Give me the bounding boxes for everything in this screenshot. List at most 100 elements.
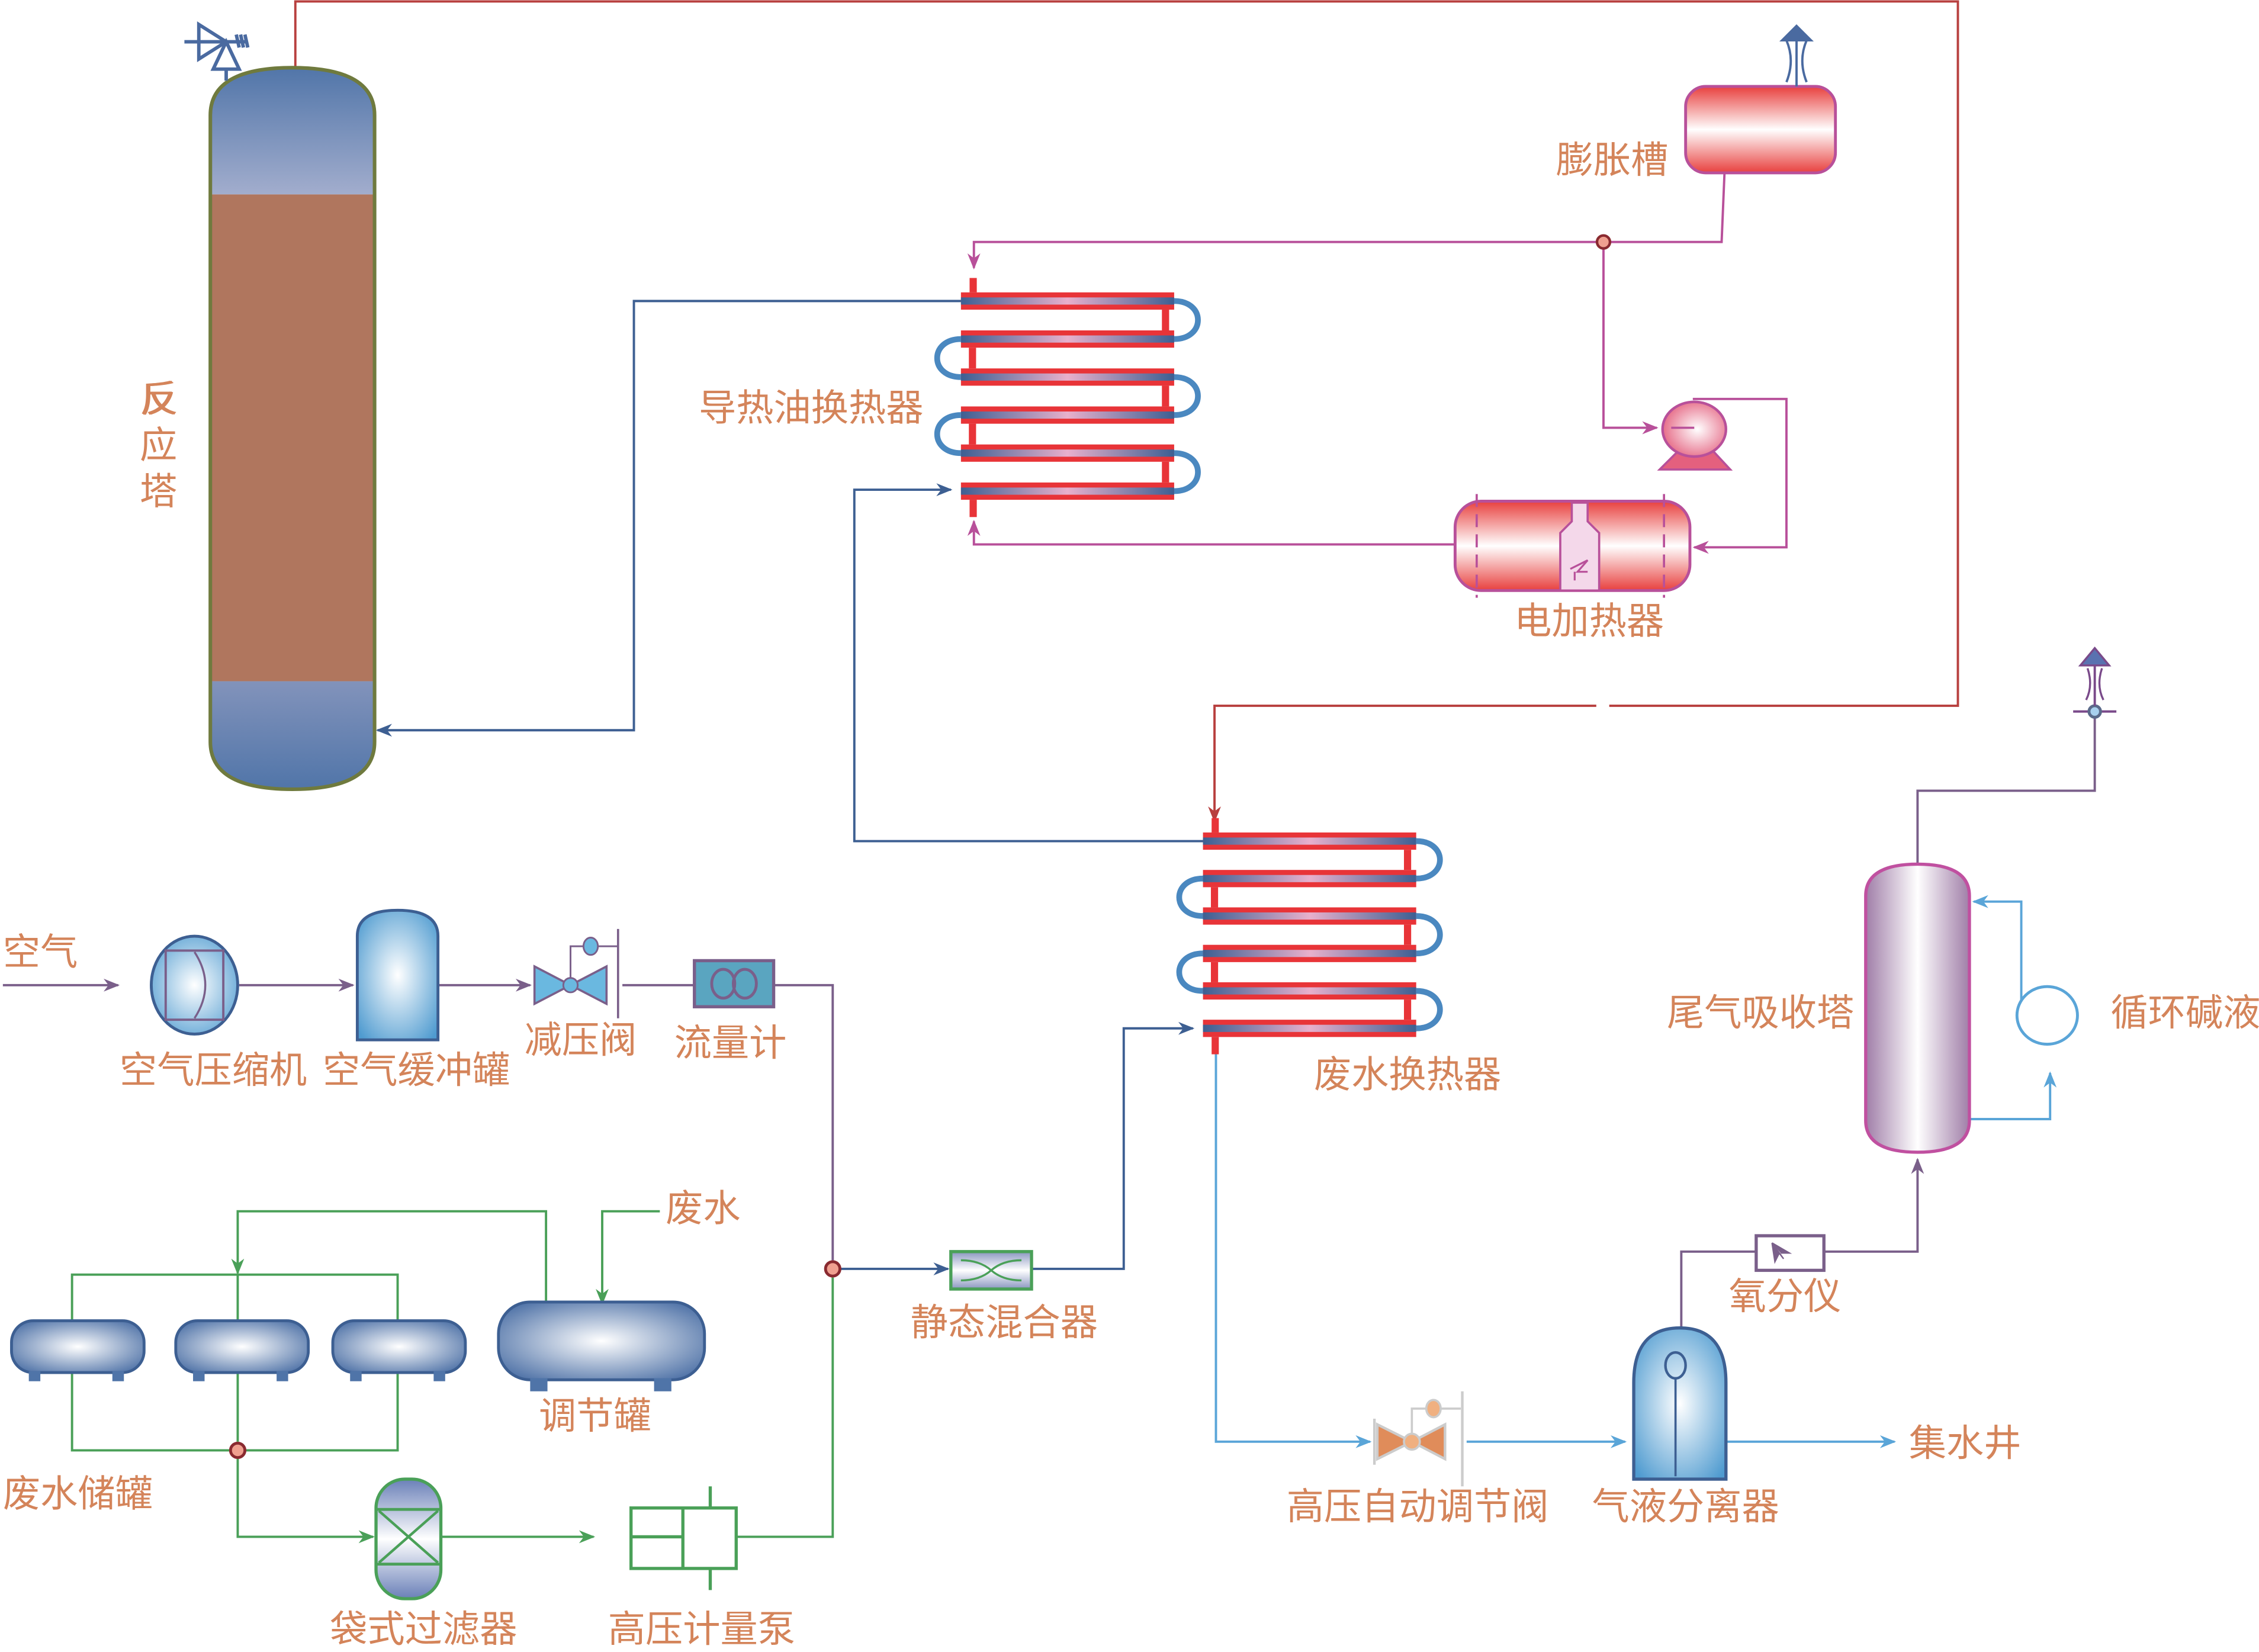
hot-oil-return-pipe [967,519,1455,546]
reactor-label-char-3: 塔 [140,469,177,513]
air-compressor-label: 空气压缩机 [120,1048,307,1092]
oxygen-analyzer[interactable] [1754,1234,1826,1272]
hot-water-to-reactor-pipe [375,300,961,737]
hx-inner-tube [960,487,1174,495]
hx-shell-connector [1210,962,1219,982]
expansion-tank[interactable] [1684,85,1837,175]
storage-junction [229,1441,247,1460]
hx-return-bend [1176,950,1203,994]
hx-shell-connector [1162,461,1169,483]
static-mixer[interactable] [949,1250,1033,1291]
wastewater-storage-tank-3[interactable] [331,1319,467,1381]
pipe-junction [1595,234,1612,250]
hx-inner-tube [1203,837,1416,845]
hx-shell-connector [1162,385,1169,407]
separator-gas-pipe [1680,1250,1756,1328]
hx-inner-tube [960,335,1174,343]
wastewater-storage-tank-1[interactable] [10,1319,146,1381]
hx-return-bend [934,336,962,380]
hx-shell-connector [969,348,976,369]
alkali-circulation-pump[interactable] [2015,985,2079,1046]
air-buffer-tank[interactable] [355,908,440,1042]
air-compressor[interactable] [150,934,239,1036]
expansion-tank-label: 膨胀槽 [1556,138,1669,182]
preheated-water-pipe [853,483,1203,843]
static-mixer-label: 静态混合器 [911,1300,1098,1344]
bag-filter-label: 袋式过滤器 [330,1607,517,1651]
tail-gas-vent-icon [2073,646,2117,719]
hx-inner-tube [960,297,1174,305]
wastewater-heat-exchanger[interactable] [1176,818,1443,1055]
hx-inner-tube [1203,912,1416,920]
wastewater-exchanger-label: 废水换热器 [1314,1052,1501,1096]
hx-return-bend [1416,988,1443,1031]
air-inlet-label: 空气 [3,930,78,974]
alkali-return-pipe [1969,1071,2057,1120]
hp-metering-pump[interactable] [629,1486,738,1590]
regulating-to-storage-pipe [231,1210,548,1304]
hx-return-bend [934,412,962,457]
flow-meter[interactable] [693,959,776,1008]
wastewater-storage-tanks-label: 废水储罐 [3,1471,153,1515]
regulating-tank[interactable] [497,1300,706,1391]
thermal-oil-exchanger-label: 导热油换热器 [699,385,924,429]
hx-inner-tube [960,411,1174,419]
bag-filter[interactable] [374,1477,443,1600]
tail-gas-absorber[interactable] [1864,862,1971,1154]
hx-inner-tube [1203,1024,1416,1032]
gas-liquid-separator-label: 气液分离器 [1592,1484,1779,1528]
flow-meter-label: 流量计 [674,1021,787,1065]
hx-return-bend [1174,374,1201,418]
hx-inner-tube [960,373,1174,381]
hx-shell-connector [1403,924,1412,945]
electric-heater[interactable] [1453,494,1692,598]
pressure-reducing-valve[interactable] [533,928,619,1018]
storage-to-filter-pipe [236,1459,375,1544]
wastewater-storage-tank-2[interactable] [174,1319,310,1381]
alkali-supply-pipe [1972,895,2023,1008]
hp-control-valve[interactable] [1373,1391,1464,1487]
hp-control-valve-label: 高压自动调节阀 [1287,1484,1549,1528]
hx-top-nozzle [1212,818,1219,833]
hx-return-bend [1416,913,1443,957]
circulating-alkali-label: 循环碱液 [2110,991,2259,1034]
hx-shell-connector [969,423,976,445]
wastewater-inlet-pipe [596,1210,660,1306]
hx-shell-connector [1403,999,1412,1020]
flowmeter-to-junction-pipe [773,984,834,1261]
hp-metering-pump-label: 高压计量泵 [608,1607,795,1651]
safety-valve-icon [184,21,250,81]
thermal-oil-heat-exchanger[interactable] [934,278,1201,518]
hx-shell-connector [1210,887,1219,908]
svg-text:反: 反 [141,377,178,421]
hx-bottom-nozzle [1212,1037,1219,1055]
regulating-tank-label: 调节罐 [539,1394,651,1438]
exchanger-effluent-pipe [1214,1044,1372,1448]
hx-shell-connector [1403,850,1412,870]
reactor-label: 反 [141,377,178,421]
gas-liquid-separator[interactable] [1632,1326,1728,1481]
hx-return-bend [1174,298,1201,342]
sump-label: 集水井 [1909,1421,2022,1465]
hx-inner-tube [1203,950,1416,957]
analyzer-to-absorber-pipe [1824,1158,1924,1253]
reactor-label-char-2: 应 [140,423,177,467]
hx-return-bend [1174,450,1201,494]
hx-inner-tube [960,449,1174,457]
hx-inner-tube [1203,875,1416,882]
hot-oil-pump[interactable] [1657,400,1733,471]
feed-junction [824,1260,841,1278]
oxygen-analyzer-label: 氧分仪 [1729,1274,1842,1318]
reactor-label-char-1: 反 [140,377,177,421]
reactor-outlet-pipe [294,0,1959,821]
reactor-tower[interactable] [208,65,377,792]
tail-gas-absorber-label: 尾气吸收塔 [1667,991,1854,1034]
hot-oil-supply-pipe [967,172,1726,270]
hx-bottom-nozzle [969,500,977,518]
hx-return-bend [1176,875,1203,919]
pump-to-junction-pipe [734,1277,834,1538]
hx-return-bend [1416,838,1443,882]
air-buffer-tank-label: 空气缓冲罐 [323,1048,510,1092]
mixed-feed-pipe [1032,1021,1195,1270]
